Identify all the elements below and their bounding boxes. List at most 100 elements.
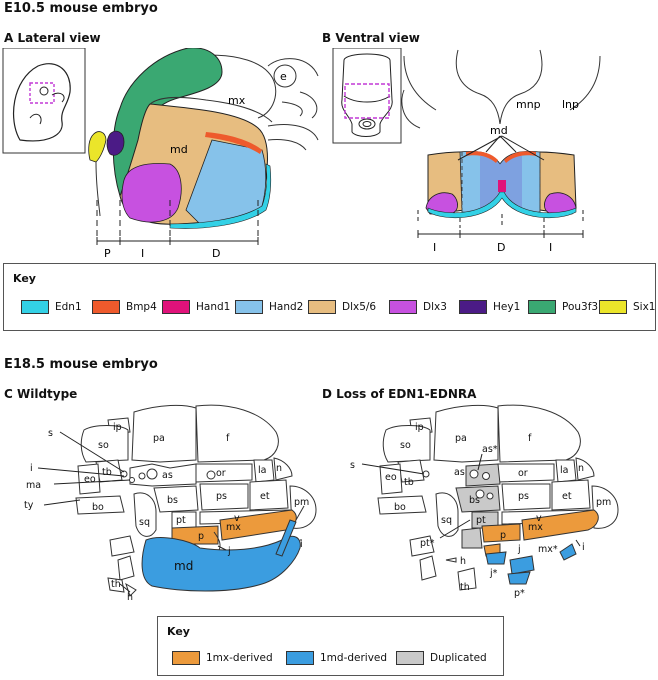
label-so-c: so <box>98 440 109 451</box>
bone-pa-d <box>433 404 499 463</box>
label-sq-c: sq <box>139 517 150 528</box>
inset-highlight-b <box>344 83 390 119</box>
bone-blue-1 <box>509 555 535 575</box>
label-md: md <box>170 143 188 156</box>
bone-so-d <box>382 425 431 463</box>
label-i1-b: I <box>433 241 436 254</box>
label-eo-d: eo <box>385 472 397 483</box>
leader-s-d <box>361 463 425 475</box>
inset-highlight-a <box>29 82 55 104</box>
key-bottom-title: Key <box>167 625 190 638</box>
bone-jstar-blue <box>485 551 507 565</box>
label-bs-c: bs <box>167 495 178 506</box>
bmp4-ventral-right <box>504 151 536 163</box>
label-p: P <box>104 247 111 260</box>
key-item-dlx56: Dlx5/6 <box>308 300 376 314</box>
label-i-c: i <box>30 463 33 474</box>
swatch-six1 <box>599 300 627 314</box>
label-mx-star: mx* <box>538 544 558 555</box>
label-ps-c: ps <box>216 491 227 502</box>
wildtype-skull-diagram: ip pa f so s tb i eo ma ty bo as or la n… <box>24 404 317 603</box>
leader-ma <box>53 479 131 485</box>
swatch-dlx3 <box>389 300 417 314</box>
bone-pa <box>131 404 197 463</box>
label-as-c: as <box>162 470 173 481</box>
label-i2-b: I <box>549 241 552 254</box>
label-la-c: la <box>258 465 266 476</box>
label-pt-d: pt <box>476 515 486 526</box>
bone-eo <box>77 463 101 495</box>
bone-bo-d <box>377 495 427 515</box>
leader-as-star <box>477 453 483 471</box>
hey1-region <box>106 130 125 156</box>
label-pm-d: pm <box>596 497 611 508</box>
bone-et-d <box>551 479 591 511</box>
bone-mx-orange-d <box>521 509 599 541</box>
label-v-d: v <box>536 513 542 524</box>
label-s-c: s <box>48 428 53 439</box>
label-as-d: as <box>454 467 465 478</box>
bone-pstar-blue <box>507 571 531 585</box>
embryo-eye-a <box>39 86 49 96</box>
label-d-b: D <box>497 241 505 254</box>
label-ty-c: ty <box>24 500 34 511</box>
label-mx-d: mx <box>528 522 543 533</box>
swatch-bmp4 <box>92 300 120 314</box>
inset-box-a <box>2 48 86 154</box>
key-top: Key Edn1 Bmp4 Hand1 Hand2 Dlx5/6 Dlx3 He… <box>3 263 656 331</box>
label-ip-c: ip <box>113 422 122 433</box>
label-tb-c: tb <box>102 467 112 478</box>
leader-pt-star <box>439 519 471 539</box>
key-item-hey1: Hey1 <box>459 300 520 314</box>
mutant-skull-diagram: ip pa f so s tb eo bo as* as or la n bs … <box>350 404 619 599</box>
label-ma-c: ma <box>26 480 41 491</box>
leader-j <box>217 545 227 551</box>
bone-f <box>195 404 279 463</box>
bone-p-orange-d <box>481 523 521 543</box>
label-p-star: p* <box>514 588 525 599</box>
key-item-1mx: 1mx-derived <box>172 651 273 665</box>
swatch-dlx56 <box>308 300 336 314</box>
ventral-view-diagram: mnp lnp md I D I <box>332 48 601 254</box>
label-pt-star: pt* <box>420 538 435 549</box>
label-md-b: md <box>490 124 508 137</box>
label-as-star: as* <box>482 444 498 455</box>
swatch-pou3f3 <box>528 300 556 314</box>
bmp4-ventral-left <box>466 151 498 163</box>
lateral-view-diagram: e mx md P I D <box>2 48 319 260</box>
label-f-c: f <box>226 433 230 444</box>
bone-eo-d <box>379 463 403 495</box>
label-bo-c: bo <box>92 502 104 513</box>
label-pm-c: pm <box>294 497 309 508</box>
key-item-hand2: Hand2 <box>235 300 303 314</box>
bone-n-d <box>575 457 595 481</box>
swatch-hey1 <box>459 300 487 314</box>
label-et-c: et <box>260 491 270 502</box>
swatch-duplicated <box>396 651 424 665</box>
key-item-hand1: Hand1 <box>162 300 230 314</box>
bone-n <box>273 457 293 481</box>
label-i2-c: i <box>300 539 303 550</box>
edn1-lining <box>169 163 272 229</box>
bone-th <box>107 577 125 593</box>
nasal-outline <box>455 49 543 125</box>
label-j-star: j* <box>489 568 498 579</box>
label-e: e <box>280 70 287 83</box>
bone-md-blue <box>141 535 301 592</box>
label-tb-d: tb <box>404 477 414 488</box>
key-top-title: Key <box>13 272 36 285</box>
bone-i-blue-d <box>559 543 577 561</box>
label-f-d: f <box>528 433 532 444</box>
head-outline-top <box>267 58 319 77</box>
bone-f-d <box>497 404 581 463</box>
label-n-c: n <box>276 463 282 474</box>
label-pa-d: pa <box>455 433 467 444</box>
bone-ps-d <box>501 483 551 511</box>
swatch-1mx <box>172 651 200 665</box>
panel-title-b: B Ventral view <box>322 31 420 45</box>
bone-la-d <box>555 459 577 483</box>
key-item-six1: Six1 <box>599 300 655 314</box>
label-bo-d: bo <box>394 502 406 513</box>
bone-th-d <box>457 567 477 591</box>
swatch-edn1 <box>21 300 49 314</box>
